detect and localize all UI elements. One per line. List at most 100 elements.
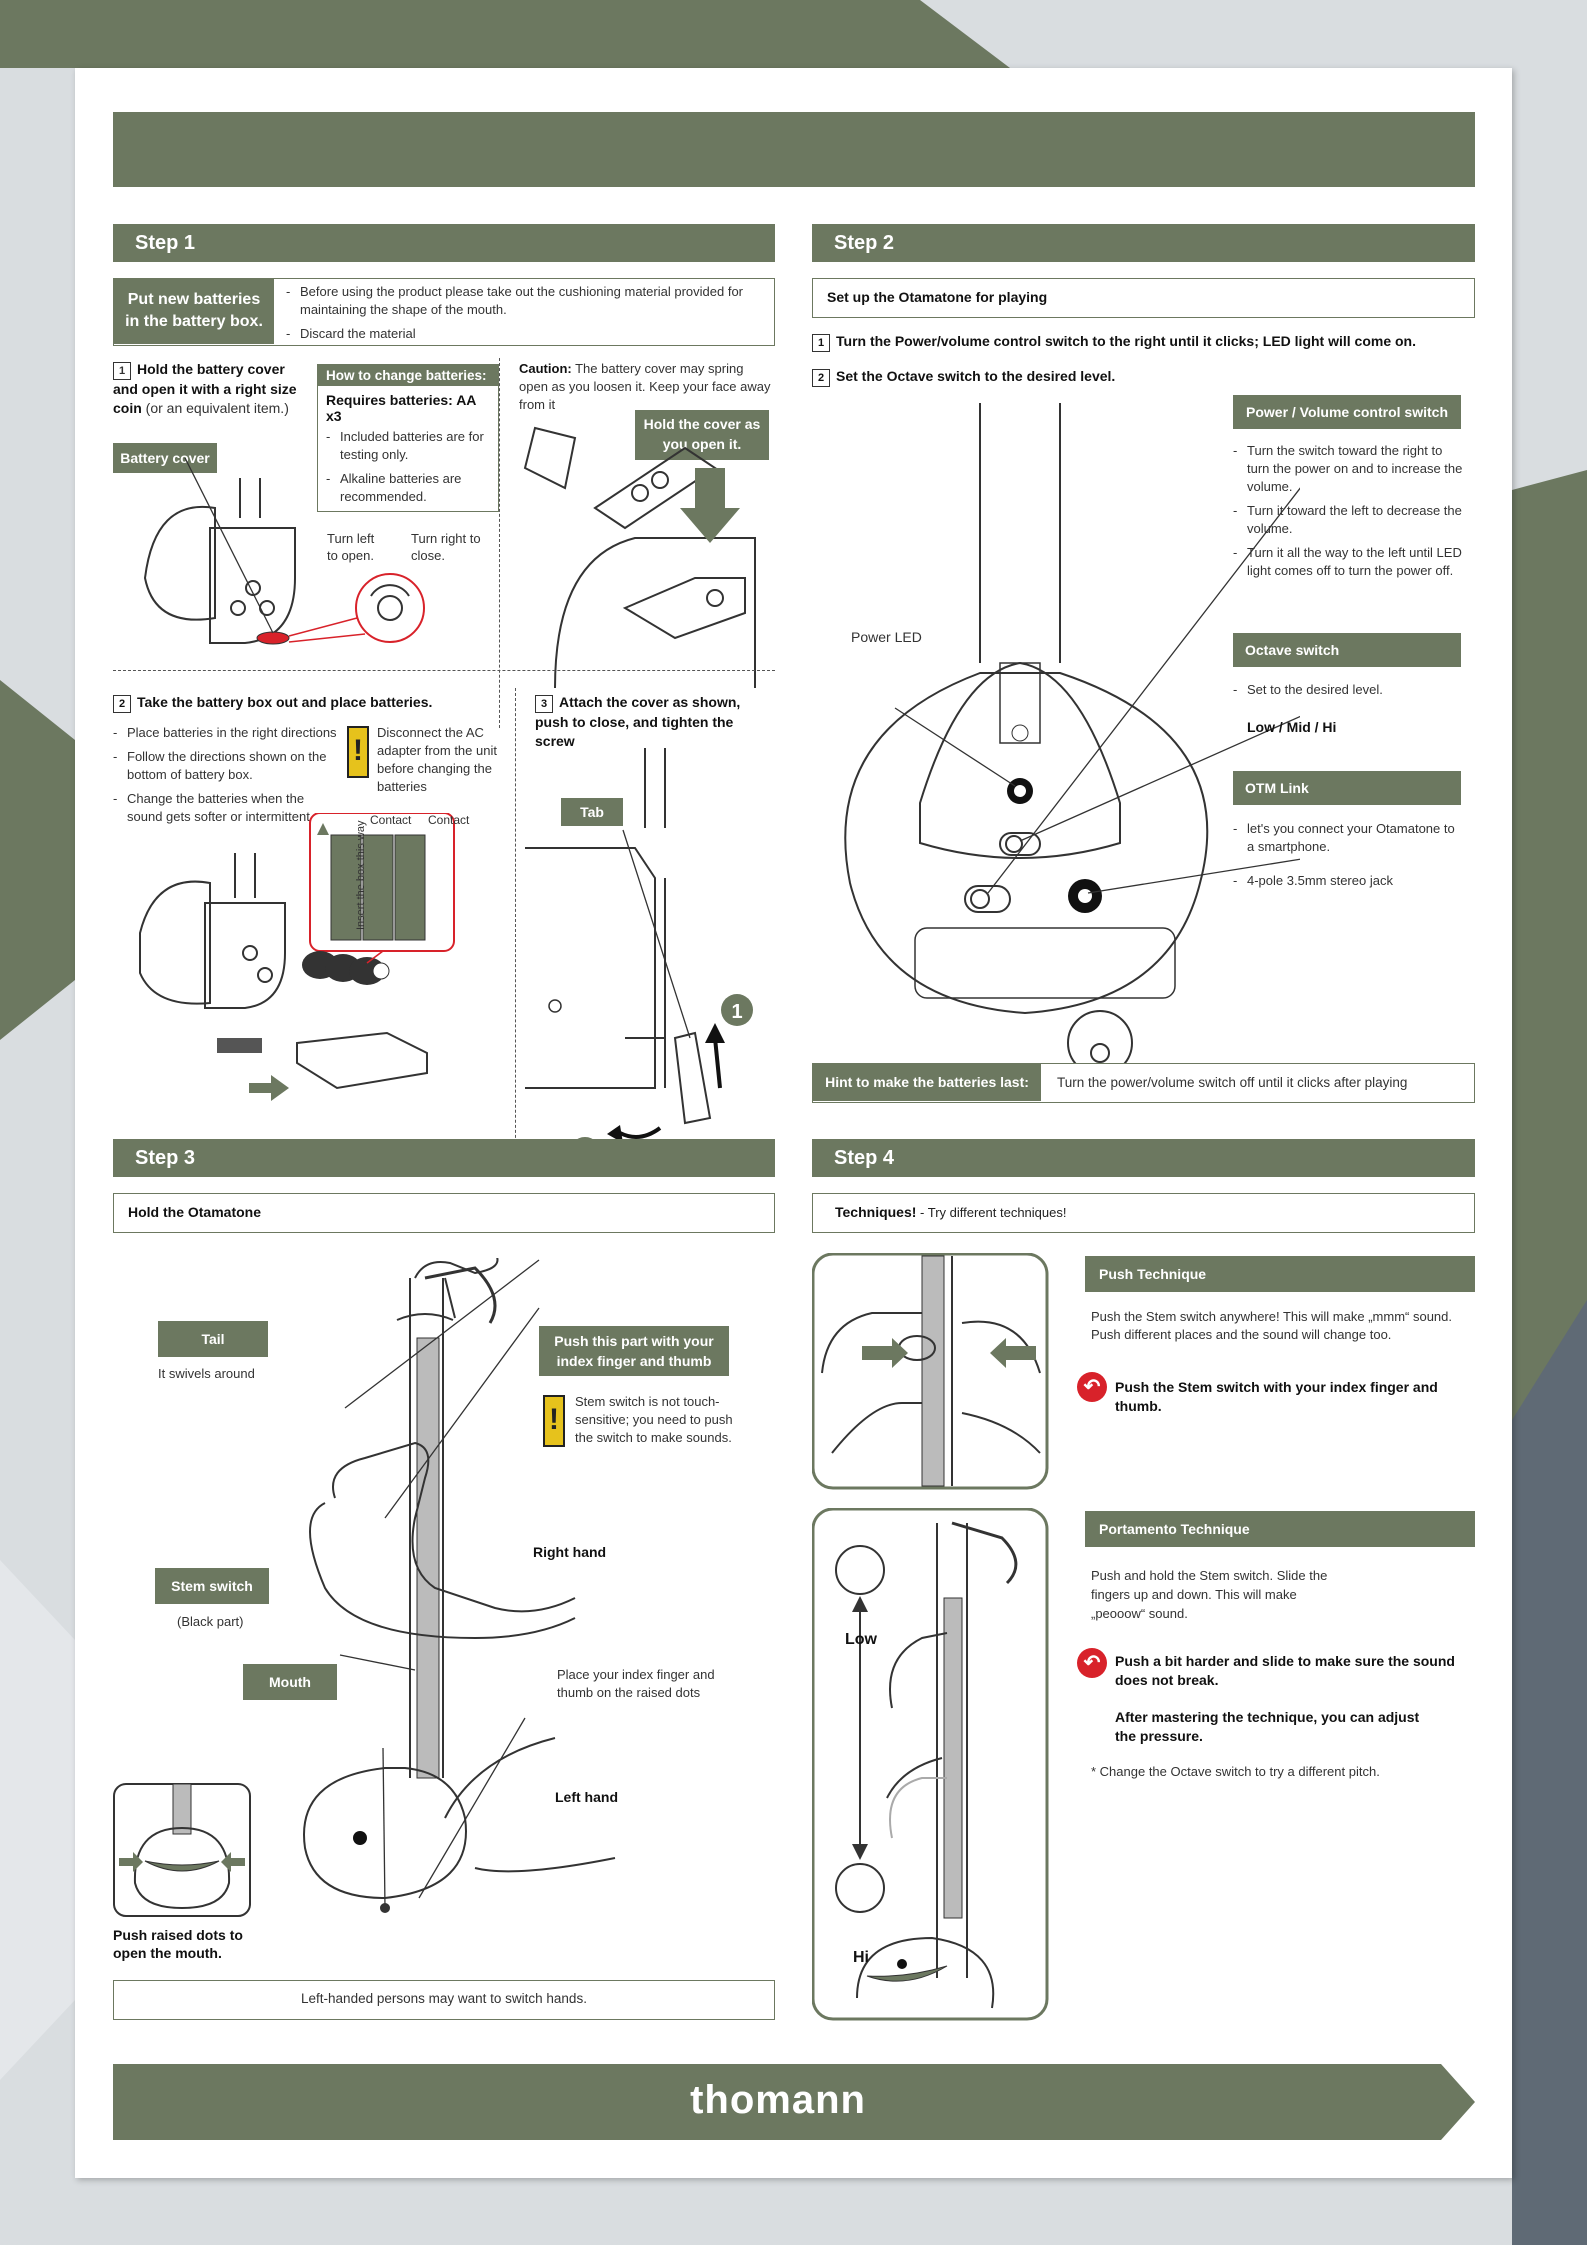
portamento-tip-1: Push a bit harder and slide to make sure…: [1115, 1653, 1455, 1688]
battery-hint-label: Hint to make the batteries last:: [813, 1064, 1041, 1101]
divider-horizontal: [113, 670, 775, 671]
battery-cover-illustration: [143, 458, 425, 645]
otm-item: let's you connect your Otamatone to a sm…: [1233, 820, 1465, 856]
how-to-change-title: How to change batteries:: [318, 365, 498, 386]
step1-sub2-title: 2 Take the battery box out and place batt…: [113, 693, 443, 713]
disconnect-text: Disconnect the AC adapter from the unit …: [377, 725, 497, 794]
caution-body: The battery cover may spring open as you…: [519, 361, 771, 412]
step1-sub1-rest: (or an equivalent item.): [145, 400, 289, 416]
step1-note: Before using the product please take out…: [286, 283, 756, 319]
tail-description: It swivels around: [158, 1366, 255, 1381]
turn-left-text: Turn left to open.: [327, 531, 375, 563]
battery-box-illustration: [139, 813, 455, 1009]
step2-instr1-number: 1: [812, 334, 830, 352]
right-hand-label: Right hand: [533, 1544, 607, 1560]
otm-link-list: let's you connect your Otamatone to a sm…: [1233, 820, 1465, 896]
portamento-technique-title: Portamento Technique: [1085, 1511, 1475, 1547]
power-switch-item: Turn it all the way to the left until LE…: [1233, 544, 1465, 580]
footer-banner: thomann: [113, 2064, 1475, 2140]
how-to-item: Alkaline batteries are recommended.: [326, 470, 490, 506]
step2-heading: Set up the Otamatone for playing: [812, 278, 1475, 318]
step-circle-1: [721, 994, 753, 1026]
place-finger-text: Place your index finger and thumb on the…: [557, 1667, 715, 1700]
how-to-item: Included batteries are for testing only.: [326, 428, 490, 464]
mouth-label: Mouth: [243, 1664, 337, 1700]
portamento-technique-illustration: [812, 1508, 1049, 2021]
how-to-change-list: Included batteries are for testing only.…: [318, 428, 498, 506]
stem-switch-label: Stem switch: [155, 1568, 269, 1604]
step1-title-bar: Step 1: [113, 224, 775, 262]
tip-arrow-icon: ↶: [1077, 1372, 1107, 1402]
contact-label-2: Contact: [428, 813, 470, 827]
insert-box-label: Insert the box this way: [355, 820, 367, 930]
push-technique-tip: Push the Stem switch with your index fin…: [1115, 1379, 1438, 1414]
power-volume-switch-label: Power / Volume control switch: [1233, 395, 1461, 429]
step1-sub3-number: 3: [535, 695, 553, 713]
stem-switch-description: (Black part): [177, 1614, 244, 1629]
step1-sub2-list: Place batteries in the right directions …: [113, 724, 343, 832]
battery-cover-label: Battery cover: [113, 443, 217, 473]
manual-page: Step 1 Put new batteries in the battery …: [75, 68, 1512, 2178]
battery-tray-illustration: [217, 1031, 428, 1101]
portamento-note: * Change the Octave switch to try a diff…: [1091, 1764, 1380, 1779]
step2-instr1-text: Turn the Power/volume control switch to …: [836, 333, 1417, 349]
sub2-item: Change the batteries when the sound gets…: [113, 790, 343, 826]
step4-heading-bold: Techniques!: [835, 1204, 917, 1220]
step3-title-bar: Step 3: [113, 1139, 775, 1177]
requires-batteries: Requires batteries: AA x3: [326, 392, 476, 424]
step2-instruction-1: 1 Turn the Power/volume control switch to…: [812, 332, 1475, 352]
step1-sub3-text: Attach the cover as shown, push to close…: [535, 694, 741, 749]
warning-icon: !: [347, 726, 369, 778]
push-technique-title: Push Technique: [1085, 1256, 1475, 1292]
octave-item: Set to the desired level.: [1233, 680, 1465, 699]
sub2-item: Follow the directions shown on the botto…: [113, 748, 343, 784]
sub2-item: Place batteries in the right directions: [113, 724, 343, 742]
caution-text: Caution: The battery cover may spring op…: [519, 360, 775, 414]
otamatone-back-illustration: [844, 403, 1300, 1076]
hi-label: Hi: [853, 1949, 869, 1966]
power-switch-item: Turn it toward the left to decrease the …: [1233, 502, 1465, 538]
footer-arrow-shape: [113, 2064, 1475, 2140]
otm-link-label: OTM Link: [1233, 771, 1461, 805]
stem-warning-icon: !: [543, 1395, 565, 1447]
hold-cover-label: Hold the cover as you open it.: [635, 410, 769, 460]
octave-switch-list: Set to the desired level.: [1233, 680, 1465, 705]
step3-heading: Hold the Otamatone: [113, 1193, 775, 1233]
portamento-technique-text: Push and hold the Stem switch. Slide the…: [1091, 1568, 1328, 1621]
push-dots-caption: Push raised dots to open the mouth.: [113, 1927, 243, 1961]
step1-sub1-number: 1: [113, 362, 131, 380]
step1-sub2-text: Take the battery box out and place batte…: [137, 694, 433, 710]
contact-label-1: Contact: [370, 813, 412, 827]
otm-item: 4-pole 3.5mm stereo jack: [1233, 872, 1465, 890]
step1-notes: Before using the product please take out…: [286, 283, 756, 349]
power-switch-list: Turn the switch toward the right to turn…: [1233, 442, 1465, 586]
step1-heading: Put new batteries in the battery box.: [114, 279, 274, 344]
holding-otamatone-illustration: [303, 1258, 616, 1913]
low-label: Low: [845, 1631, 877, 1648]
divider-vertical: [499, 358, 500, 728]
step-circle-1-label: 1: [731, 1001, 742, 1023]
power-switch-item: Turn the switch toward the right to turn…: [1233, 442, 1465, 496]
step4-title-bar: Step 4: [812, 1139, 1475, 1177]
how-to-change-box: How to change batteries: Requires batter…: [317, 364, 499, 512]
attach-cover-illustration: 1 2: [525, 748, 753, 1168]
open-cover-illustration: [523, 426, 756, 689]
caution-label: Caution:: [519, 361, 572, 376]
stem-switch-note: Stem switch is not touch-sensitive; you …: [575, 1394, 733, 1445]
step1-intro-box: Put new batteries in the battery box. Be…: [113, 278, 775, 346]
turn-right-text: Turn right to close.: [411, 531, 481, 563]
step1-sub1-bold: Hold the battery cover and open it with …: [113, 361, 297, 416]
octave-switch-label: Octave switch: [1233, 633, 1461, 667]
octave-levels: Low / Mid / Hi: [1247, 719, 1337, 735]
step2-instr2-text: Set the Octave switch to the desired lev…: [836, 368, 1116, 384]
tab-label: Tab: [561, 798, 623, 826]
tip-arrow-icon-2: ↶: [1077, 1648, 1107, 1678]
step1-sub2-number: 2: [113, 695, 131, 713]
push-technique-illustration: [812, 1253, 1049, 1490]
step1-note: Discard the material: [286, 325, 756, 343]
step4-heading-rest: - Try different techniques!: [916, 1205, 1067, 1220]
